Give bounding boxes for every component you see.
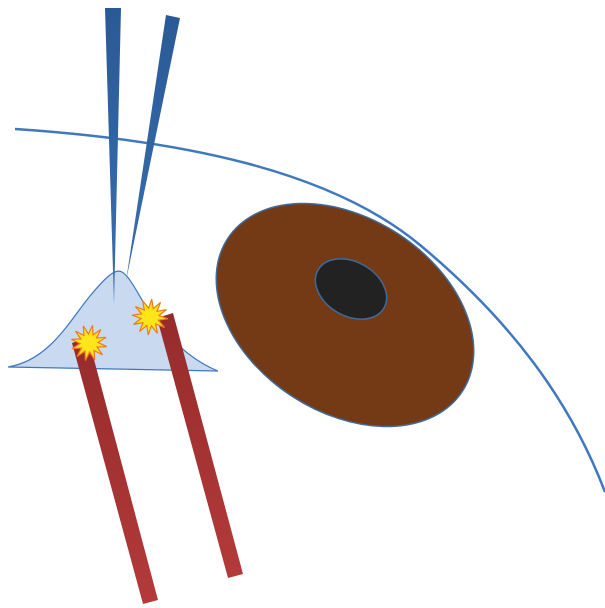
probe-needle-left xyxy=(105,8,121,304)
laser-rod-right xyxy=(157,313,243,578)
laser-rod-left xyxy=(72,337,158,604)
tear-drop-bump xyxy=(8,271,218,371)
